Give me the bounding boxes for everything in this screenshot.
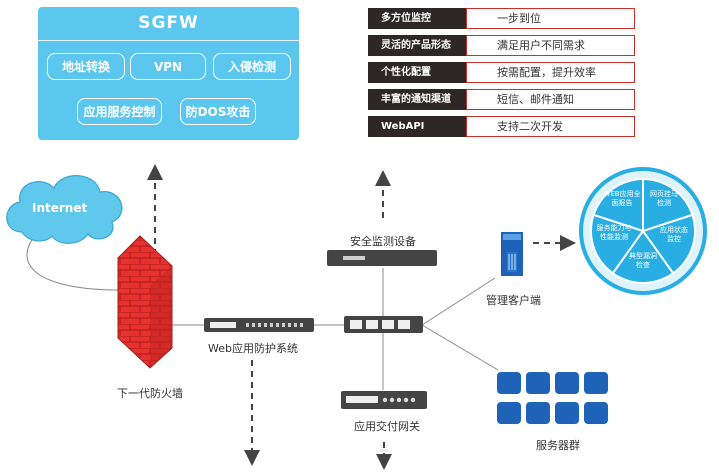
feature-row: 丰富的通知渠道 短信、邮件通知: [368, 89, 635, 110]
server-cluster-label: 服务器群: [536, 439, 580, 452]
dashed-arrows: [147, 164, 576, 470]
feature-value: 支持二次开发: [466, 116, 635, 137]
feature-value: 满足用户不同需求: [466, 35, 635, 56]
module-nat: 地址转换: [47, 53, 125, 80]
wheel-segment-label: 网页挂马检测: [650, 190, 678, 207]
waf-label: Web应用防护系统: [208, 342, 298, 355]
feature-key: 灵活的产品形态: [368, 35, 466, 56]
internet-cloud: [6, 175, 123, 244]
computer-tower-icon: [501, 232, 523, 276]
switch-icon: [344, 316, 423, 333]
feature-row: 个性化配置 按需配置，提升效率: [368, 62, 635, 83]
firewall-icon: [117, 235, 173, 369]
wheel-segment-label: 应用状态监控: [660, 226, 688, 243]
sgfw-panel: SGFW 地址转换 VPN 入侵检测 应用服务控制 防DOS攻击: [38, 7, 299, 140]
waf-device-icon: [204, 318, 314, 332]
feature-value: 按需配置，提升效率: [466, 62, 635, 83]
feature-row: WebAPI 支持二次开发: [368, 116, 635, 137]
wheel-segment-label: 服务能力与性能监测: [596, 224, 632, 241]
mgmt-client-label: 管理客户端: [486, 294, 541, 307]
server-cluster-icon: [497, 372, 608, 424]
security-monitor-label: 安全监测设备: [350, 235, 416, 248]
delivery-gateway-label: 应用交付网关: [354, 420, 420, 433]
module-vpn: VPN: [130, 53, 206, 80]
delivery-gateway-device-icon: [341, 391, 427, 409]
monitoring-wheel: [579, 167, 707, 295]
security-monitor-device-icon: [327, 250, 437, 266]
module-ids: 入侵检测: [213, 53, 291, 80]
module-app-control: 应用服务控制: [77, 98, 162, 125]
firewall-label: 下一代防火墙: [117, 387, 183, 400]
feature-row: 灵活的产品形态 满足用户不同需求: [368, 35, 635, 56]
feature-key: WebAPI: [368, 116, 466, 137]
sgfw-title: SGFW: [138, 13, 199, 33]
feature-value: 短信、邮件通知: [466, 89, 635, 110]
feature-value: 一步到位: [466, 8, 635, 29]
wheel-segment-label: WEB应用全面报告: [603, 190, 641, 207]
sgfw-divider: [38, 40, 299, 41]
feature-key: 个性化配置: [368, 62, 466, 83]
feature-row: 多方位监控 一步到位: [368, 8, 635, 29]
module-anti-dos: 防DOS攻击: [180, 98, 256, 125]
internet-label: Internet: [32, 201, 88, 215]
feature-key: 丰富的通知渠道: [368, 89, 466, 110]
wheel-segment-label: 典型漏洞检查: [629, 252, 657, 269]
feature-key: 多方位监控: [368, 8, 466, 29]
